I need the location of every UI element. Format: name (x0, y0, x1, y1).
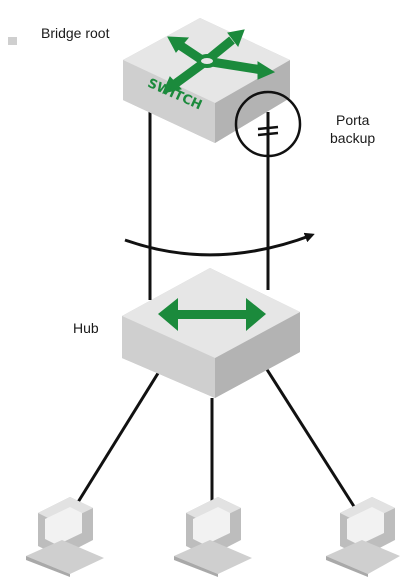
switch-device: SWITCH (123, 18, 290, 143)
computer-right (326, 497, 400, 577)
backup-port-label-line2: backup (330, 130, 376, 146)
double-arrow-hub-icon (158, 298, 266, 331)
hub-label: Hub (73, 320, 99, 336)
computer-left (26, 497, 104, 577)
bullet-marker (8, 37, 17, 45)
hub-device (122, 268, 300, 398)
four-way-arrow-switch-icon (162, 29, 276, 94)
link-hub-pc-left (73, 369, 162, 508)
backup-port-circle (234, 90, 302, 158)
computer-middle (174, 497, 252, 577)
bridge-root-label: Bridge root (41, 25, 110, 41)
blocked-port (234, 90, 302, 158)
double-bar-blocked-port-icon (257, 125, 279, 131)
traffic-flow-arrow (124, 232, 315, 257)
link-hub-pc-right (264, 367, 357, 509)
backup-port-label-line1: Porta (336, 112, 370, 128)
